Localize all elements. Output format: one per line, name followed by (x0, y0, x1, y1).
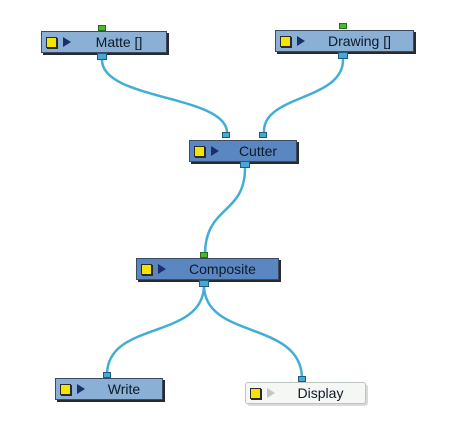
display-input-port[interactable] (298, 376, 306, 382)
matte-node[interactable]: Matte [] (41, 31, 167, 53)
enable-toggle-icon[interactable] (46, 37, 57, 48)
composite-node[interactable]: Composite (136, 258, 279, 280)
wire-drawing-cutter[interactable] (262, 58, 345, 133)
display-node-label: Display (297, 385, 344, 401)
wire-cutter-composite[interactable] (203, 166, 247, 257)
enable-toggle-icon[interactable] (280, 36, 291, 47)
enable-toggle-icon[interactable] (60, 384, 71, 395)
cutter-input-port-2[interactable] (259, 132, 267, 138)
write-node-label: Write (107, 381, 141, 397)
matte-input-port[interactable] (98, 25, 106, 31)
drawing-output-port[interactable] (338, 52, 348, 59)
wire-matte-cutter[interactable] (100, 58, 229, 134)
cutter-node[interactable]: Cutter (189, 140, 297, 162)
cutter-output-port[interactable] (240, 161, 250, 168)
triangle-arrow-icon[interactable] (77, 384, 85, 394)
matte-node-label: Matte [] (95, 34, 143, 50)
drawing-node[interactable]: Drawing [] (275, 30, 414, 52)
enable-toggle-icon[interactable] (250, 388, 261, 399)
triangle-arrow-icon[interactable] (297, 36, 305, 46)
cutter-input-port-1[interactable] (222, 132, 230, 138)
drawing-node-label: Drawing [] (327, 33, 392, 49)
matte-output-port[interactable] (97, 53, 107, 60)
cutter-node-label: Cutter (238, 143, 278, 159)
write-input-port[interactable] (103, 372, 111, 378)
triangle-arrow-icon[interactable] (211, 146, 219, 156)
enable-toggle-icon[interactable] (141, 264, 152, 275)
wire-composite-write[interactable] (105, 283, 206, 376)
composite-output-port[interactable] (199, 280, 209, 287)
triangle-arrow-icon[interactable] (158, 264, 166, 274)
drawing-input-port[interactable] (339, 23, 347, 29)
write-node[interactable]: Write (55, 378, 163, 400)
enable-toggle-icon[interactable] (194, 146, 205, 157)
composite-node-label: Composite (189, 261, 256, 277)
wire-composite-display[interactable] (202, 283, 304, 380)
triangle-arrow-icon[interactable] (63, 37, 71, 47)
display-node[interactable]: Display (245, 382, 366, 404)
composite-input-port[interactable] (200, 252, 208, 258)
triangle-arrow-icon[interactable] (267, 388, 275, 398)
